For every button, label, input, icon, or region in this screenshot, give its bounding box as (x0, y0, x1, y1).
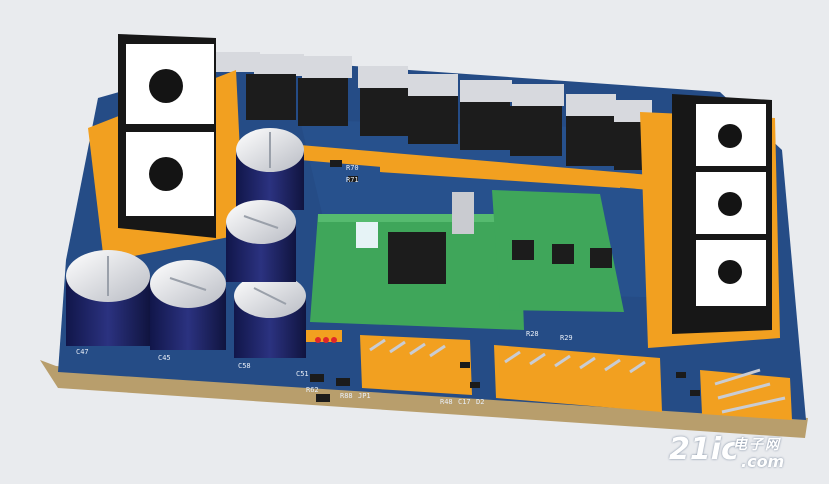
capacitor (226, 200, 296, 282)
mcu-module (310, 192, 524, 330)
led-indicators (315, 337, 337, 343)
silk-label: R71 (346, 176, 359, 184)
silk-label: R88 (340, 392, 353, 400)
smd-components (310, 160, 700, 402)
mcu-chip (388, 232, 446, 284)
silk-label: C17 (458, 398, 471, 406)
silk-label: R48 (440, 398, 453, 406)
crystal (356, 222, 378, 248)
silk-label: JP1 (358, 392, 371, 400)
silk-label: C51 (296, 370, 309, 378)
silk-label: C45 (158, 354, 171, 362)
silk-label: C58 (238, 362, 251, 370)
electrolytic-capacitors (66, 128, 306, 358)
capacitor (234, 274, 306, 358)
pin-header (452, 192, 474, 234)
capacitor (236, 128, 304, 210)
silk-label: R29 (560, 334, 573, 342)
silk-label: D2 (476, 398, 484, 406)
watermark-cn: 电子网 (733, 437, 781, 453)
capacitor (150, 260, 226, 350)
capacitor (66, 250, 150, 346)
silk-label: R28 (526, 330, 539, 338)
watermark-com: .com (741, 452, 785, 471)
driver-ic (552, 244, 574, 264)
header-pins (369, 338, 786, 414)
left-power-terminal (88, 34, 244, 262)
silk-label: C47 (76, 348, 89, 356)
watermark-logo: 21ic 电子网 .com (669, 432, 819, 476)
driver-ic (512, 240, 534, 260)
mosfet-heatsinks (212, 52, 652, 122)
silk-label: R70 (346, 164, 359, 172)
driver-ic (590, 248, 612, 268)
driver-module (492, 190, 624, 312)
right-power-terminal (640, 94, 780, 348)
mosfet-row (246, 74, 644, 170)
watermark-brand: 21ic (669, 432, 739, 467)
silk-label: R62 (306, 386, 319, 394)
